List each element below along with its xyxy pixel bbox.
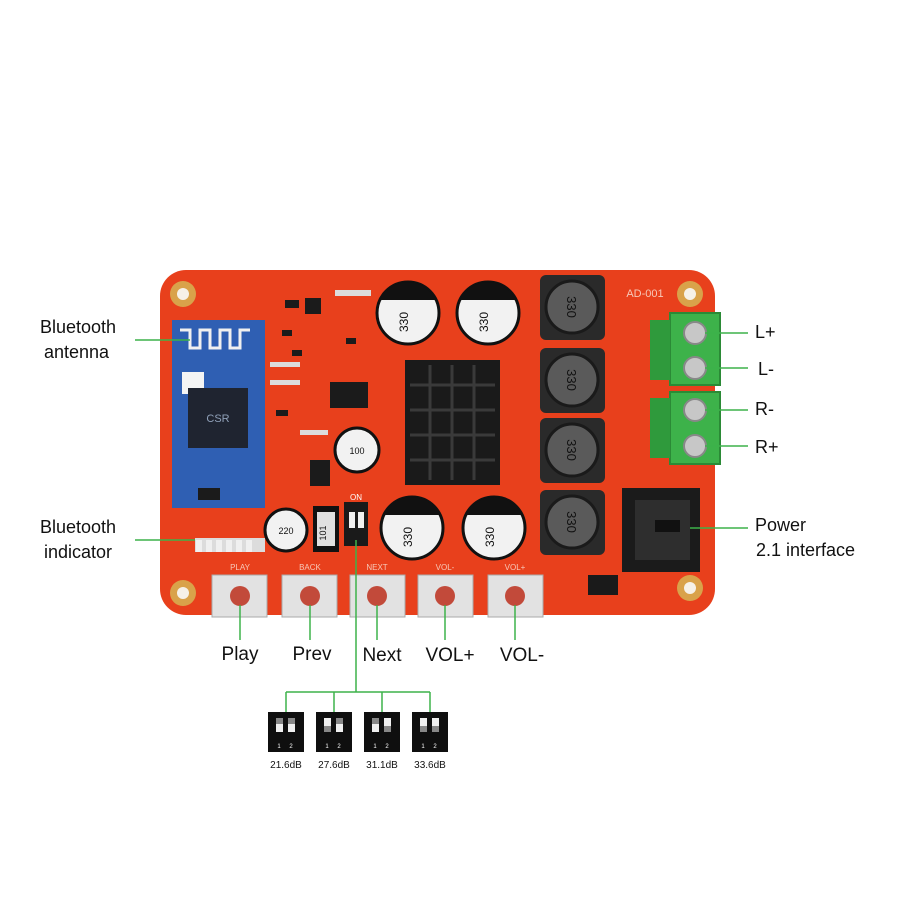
label-vol-minus: VOL- [499, 645, 545, 666]
terminal-block-right [650, 391, 721, 465]
inductor-2: 330 [540, 348, 605, 413]
label-prev: Prev [292, 644, 332, 665]
dip-num-2: 2 [385, 744, 389, 750]
power-jack [622, 488, 700, 572]
gain-dip-27-6: 1 2 [316, 712, 352, 752]
silk-next: NEXT [366, 563, 387, 572]
gain-label-31-1: 31.1dB [366, 760, 398, 771]
silk-vol-minus: VOL- [436, 563, 455, 572]
dip-num-1: 1 [277, 744, 281, 750]
label-power-1: Power [755, 515, 807, 535]
label-bluetooth-indicator-2: indicator [44, 542, 113, 562]
resistor-text: 101 [318, 525, 328, 540]
bluetooth-module: CSR [172, 320, 265, 508]
gain-label-21-6: 21.6dB [270, 760, 302, 771]
label-vol-plus: VOL+ [425, 645, 475, 666]
inductor-3: 330 [540, 418, 605, 483]
inductor-text: 330 [564, 439, 579, 461]
dip-num-2: 2 [289, 744, 293, 750]
mounting-hole-tl [170, 281, 196, 307]
mounting-hole-tr [677, 281, 703, 307]
label-r-minus: R- [755, 399, 774, 419]
bt-chip-text: CSR [206, 413, 229, 425]
label-r-plus: R+ [755, 437, 779, 457]
capacitor-top-right: 330 [455, 280, 521, 346]
inductor-4: 330 [540, 490, 605, 555]
label-play: Play [221, 644, 259, 665]
capacitor-text: 330 [483, 527, 497, 547]
capacitor-text: 330 [401, 527, 415, 547]
label-next: Next [362, 645, 402, 666]
board-model-text: AD-001 [626, 288, 663, 300]
inductor-text: 330 [564, 511, 579, 533]
bt-small-ic [198, 488, 220, 500]
dip-on-label: ON [350, 493, 362, 502]
gain-dip-31-1: 1 2 [364, 712, 400, 752]
capacitor-text: 330 [397, 312, 411, 332]
label-power-2: 2.1 interface [756, 540, 856, 560]
small-cap-text: 220 [278, 526, 293, 536]
label-l-minus: L- [758, 359, 775, 379]
label-bluetooth-antenna-1: Bluetooth [40, 317, 117, 337]
capacitor-top-left: 330 [375, 280, 441, 346]
gain-dip-21-6: 1 2 [268, 712, 304, 752]
dip-num-1: 1 [325, 744, 329, 750]
dip-switch-board: ON [344, 493, 368, 546]
dip-num-1: 1 [421, 744, 425, 750]
mounting-hole-bl [170, 580, 196, 606]
capacitor-bottom-left: 330 [379, 495, 445, 561]
diode [588, 575, 618, 595]
mounting-hole-br [677, 575, 703, 601]
gain-label-27-6: 27.6dB [318, 760, 350, 771]
small-cap-text: 100 [349, 446, 364, 456]
label-bluetooth-antenna-2: antenna [44, 342, 110, 362]
small-capacitor-1: 220 [263, 507, 309, 553]
capacitor-text: 330 [477, 312, 491, 332]
power-resistor: 101 [313, 506, 339, 552]
heatsink [405, 360, 500, 485]
capacitor-bottom-right: 330 [461, 495, 527, 561]
label-l-plus: L+ [755, 322, 776, 342]
small-capacitor-2: 100 [333, 426, 381, 474]
inductor-text: 330 [564, 369, 579, 391]
silk-play: PLAY [230, 563, 251, 572]
inductor-text: 330 [564, 296, 579, 318]
pcb-board: CSR [160, 270, 721, 618]
bt-antenna-trace [180, 328, 250, 350]
gain-label-33-6: 33.6dB [414, 760, 446, 771]
inductor-1: 330 [540, 275, 605, 340]
silk-back: BACK [299, 563, 321, 572]
bt-chip [188, 388, 248, 448]
terminal-block-left [650, 312, 721, 386]
label-bluetooth-indicator-1: Bluetooth [40, 517, 117, 537]
led-indicators [196, 540, 252, 552]
callout-lines [135, 332, 748, 712]
gain-dip-33-6: 1 2 [412, 712, 448, 752]
smd-components [276, 298, 368, 486]
silk-vol-plus: VOL+ [505, 563, 526, 572]
dip-num-2: 2 [337, 744, 341, 750]
dip-num-2: 2 [433, 744, 437, 750]
dip-num-1: 1 [373, 744, 377, 750]
